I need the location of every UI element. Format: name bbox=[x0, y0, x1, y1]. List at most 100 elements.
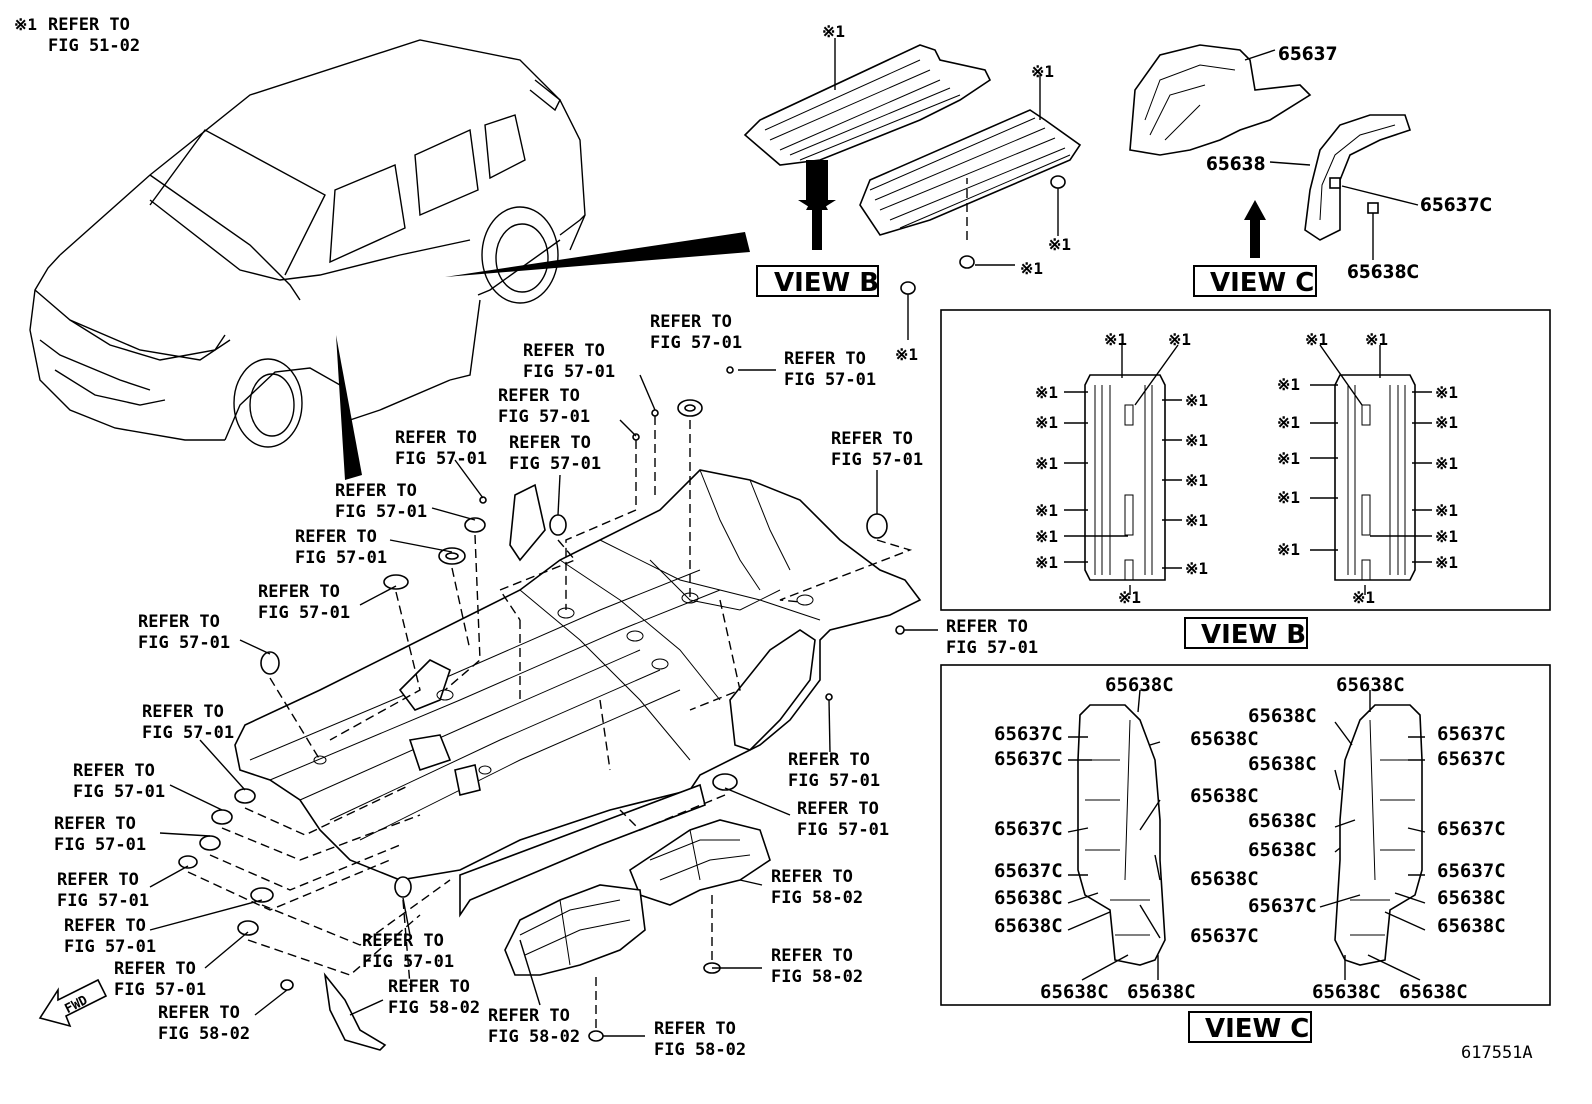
mark-vb-b1: ※1 bbox=[1305, 330, 1328, 349]
svg-text:REFER TO: REFER TO bbox=[142, 702, 224, 722]
svg-text:FIG 58-02: FIG 58-02 bbox=[488, 1027, 580, 1047]
view-c-label: VIEW C bbox=[1210, 268, 1314, 298]
svg-text:FIG 57-01: FIG 57-01 bbox=[395, 449, 487, 469]
mark-b4: ※1 bbox=[1020, 259, 1043, 278]
svg-text:REFER TO: REFER TO bbox=[64, 916, 146, 936]
svg-text:FIG 58-02: FIG 58-02 bbox=[158, 1024, 250, 1044]
part-65638c-top[interactable]: 65638C bbox=[1347, 261, 1419, 283]
svg-text:REFER TO: REFER TO bbox=[498, 386, 580, 406]
svg-text:FIG 57-01: FIG 57-01 bbox=[498, 407, 590, 427]
vc-r-11[interactable]: 65637C bbox=[1248, 895, 1317, 917]
vc-l-1[interactable]: 65638C bbox=[1105, 674, 1174, 696]
svg-text:FIG 58-02: FIG 58-02 bbox=[654, 1040, 746, 1060]
vc-l-4[interactable]: 65638C bbox=[1190, 728, 1259, 750]
mark-b3: ※1 bbox=[1048, 235, 1071, 254]
mark-vb-b13: ※1 bbox=[1435, 553, 1458, 572]
svg-text:REFER TO: REFER TO bbox=[488, 1006, 570, 1026]
vc-l-5[interactable]: 65638C bbox=[1190, 785, 1259, 807]
refer-leaders bbox=[149, 369, 938, 1037]
vc-l-11[interactable]: 65637C bbox=[1190, 925, 1259, 947]
grommets bbox=[178, 366, 905, 1042]
mark-vb-b11: ※1 bbox=[1435, 501, 1458, 520]
svg-text:FIG 57-01: FIG 57-01 bbox=[509, 454, 601, 474]
vc-r-8[interactable]: 65638C bbox=[1248, 839, 1317, 861]
mark-vb-a5: ※1 bbox=[1035, 454, 1058, 473]
svg-text:REFER TO: REFER TO bbox=[73, 761, 155, 781]
vc-r-10[interactable]: 65638C bbox=[1437, 887, 1506, 909]
view-c-liners: 65637 65638 65637C 65638C bbox=[1129, 43, 1492, 283]
svg-text:REFER TO: REFER TO bbox=[650, 312, 732, 332]
part-65637c-top[interactable]: 65637C bbox=[1420, 194, 1492, 216]
svg-text:FIG 57-01: FIG 57-01 bbox=[57, 891, 149, 911]
mark-vb-b12: ※1 bbox=[1435, 527, 1458, 546]
vc-r-14[interactable]: 65638C bbox=[1399, 981, 1468, 1003]
vc-r-5[interactable]: 65638C bbox=[1248, 753, 1317, 775]
vc-l-6[interactable]: 65637C bbox=[994, 818, 1063, 840]
vc-l-10[interactable]: 65638C bbox=[994, 915, 1063, 937]
mark-vb-b3: ※1 bbox=[1277, 375, 1300, 394]
vc-r-9[interactable]: 65637C bbox=[1437, 860, 1506, 882]
vc-r-4[interactable]: 65637C bbox=[1437, 748, 1506, 770]
svg-text:REFER TO: REFER TO bbox=[946, 617, 1028, 637]
mark-vb-b7: ※1 bbox=[1277, 540, 1300, 559]
view-b-panel-label: VIEW B bbox=[1201, 620, 1306, 650]
svg-text:FIG 57-01: FIG 57-01 bbox=[258, 603, 350, 623]
svg-text:REFER TO: REFER TO bbox=[362, 931, 444, 951]
vc-r-12[interactable]: 65638C bbox=[1437, 915, 1506, 937]
svg-text:REFER TO: REFER TO bbox=[771, 867, 853, 887]
view-b-label: VIEW B bbox=[774, 268, 879, 298]
vc-l-8[interactable]: 65638C bbox=[1190, 868, 1259, 890]
vc-l-7[interactable]: 65637C bbox=[994, 860, 1063, 882]
mark-vb-a10: ※1 bbox=[1185, 431, 1208, 450]
part-65638[interactable]: 65638 bbox=[1206, 153, 1265, 175]
mark-b5: ※1 bbox=[895, 345, 918, 364]
vc-r-13[interactable]: 65638C bbox=[1312, 981, 1381, 1003]
vc-r-7[interactable]: 65637C bbox=[1437, 818, 1506, 840]
vc-r-6[interactable]: 65638C bbox=[1248, 810, 1317, 832]
svg-text:REFER TO: REFER TO bbox=[54, 814, 136, 834]
vc-r-3[interactable]: 65637C bbox=[1437, 723, 1506, 745]
vc-l-2[interactable]: 65637C bbox=[994, 723, 1063, 745]
vc-l-13[interactable]: 65638C bbox=[1127, 981, 1196, 1003]
svg-text:REFER TO: REFER TO bbox=[158, 1003, 240, 1023]
vc-l-12[interactable]: 65638C bbox=[1040, 981, 1109, 1003]
part-65637[interactable]: 65637 bbox=[1278, 43, 1337, 65]
svg-text:FIG 57-01: FIG 57-01 bbox=[650, 333, 742, 353]
mark-vb-a14: ※1 bbox=[1118, 588, 1141, 607]
vc-r-1[interactable]: 65638C bbox=[1336, 674, 1405, 696]
svg-text:REFER TO: REFER TO bbox=[395, 428, 477, 448]
vc-l-9[interactable]: 65638C bbox=[994, 887, 1063, 909]
view-c-panel-label-box bbox=[1188, 1011, 1312, 1043]
vc-l-3[interactable]: 65637C bbox=[994, 748, 1063, 770]
vc-r-2[interactable]: 65638C bbox=[1248, 705, 1317, 727]
svg-text:FIG 57-01: FIG 57-01 bbox=[946, 638, 1038, 658]
